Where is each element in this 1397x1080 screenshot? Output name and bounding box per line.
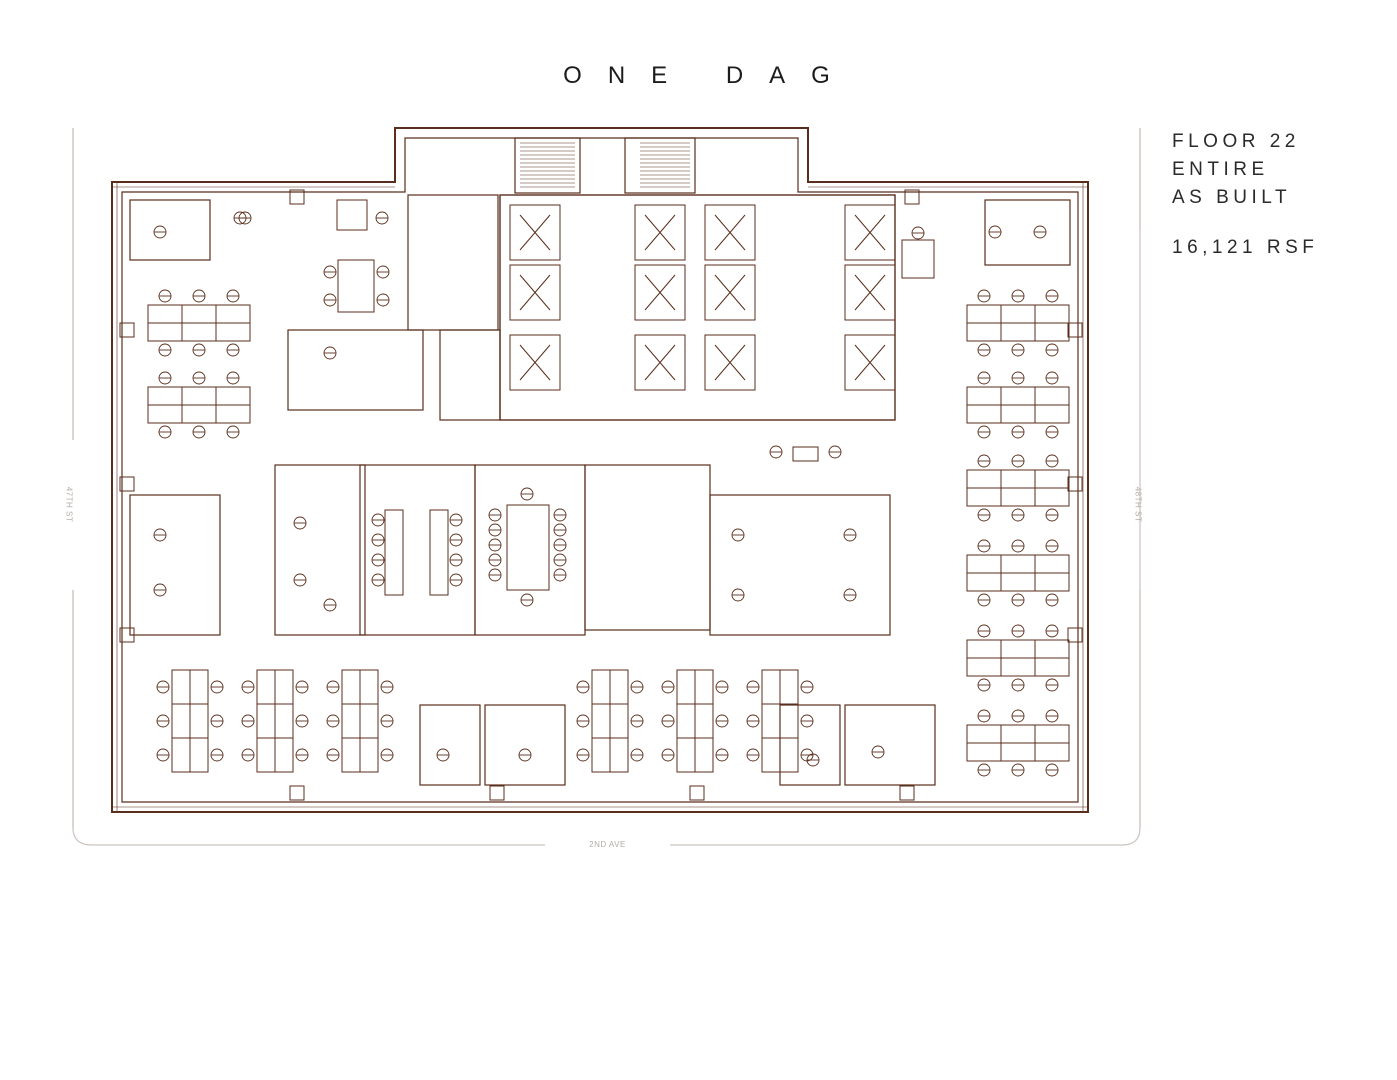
floor-info: FLOOR 22 ENTIRE AS BUILT 16,121 RSF [1172, 128, 1318, 262]
office-left-middle [129, 494, 221, 636]
elevator-icon [509, 204, 561, 261]
stair-icon [520, 142, 690, 188]
elevator-icon [844, 204, 896, 261]
area-label: 16,121 RSF [1172, 237, 1319, 258]
office-bottom-c [779, 704, 841, 786]
street-label-left: 47TH ST [64, 486, 74, 523]
elevator-icon [704, 334, 756, 391]
floor-label: FLOOR 22 [1172, 131, 1300, 152]
lounge-table [792, 446, 819, 462]
building-inner-wall [121, 137, 1079, 803]
office-left-top [129, 199, 211, 261]
restroom-block [407, 194, 499, 331]
lounge-table [901, 239, 935, 279]
elevator-icon [844, 334, 896, 391]
elevator-cross [644, 344, 676, 381]
elevator-icon [704, 204, 756, 261]
street-boundary [72, 128, 1141, 846]
pantry [584, 464, 711, 631]
elevator-cross [854, 274, 886, 311]
meeting-suite-left [287, 329, 424, 411]
office-right-top [984, 199, 1071, 266]
core [499, 194, 896, 421]
status-label: AS BUILT [1172, 187, 1292, 208]
column-icon [119, 189, 1083, 801]
elevator-cross [714, 214, 746, 251]
elevator-icon [509, 264, 561, 321]
elevator-icon [509, 334, 561, 391]
elevator-cross [644, 274, 676, 311]
workstation-bench [429, 509, 449, 596]
elevator-group [509, 204, 896, 391]
chair-icon [153, 211, 1059, 777]
elevator-cross [644, 214, 676, 251]
office-bottom-d [844, 704, 936, 786]
workstation-bench [337, 259, 375, 313]
office-bottom-b [484, 704, 566, 786]
elevator-cross [519, 214, 551, 251]
scope-label: ENTIRE [1172, 159, 1269, 180]
elevator-cross [519, 274, 551, 311]
page-title: ONE DAG [563, 62, 856, 89]
building-outline [111, 127, 1089, 813]
open-area-center [359, 464, 476, 636]
elevator-icon [704, 264, 756, 321]
service-corridor [439, 329, 501, 421]
street-label-right: 48TH ST [1133, 486, 1143, 523]
elevator-cross [714, 274, 746, 311]
elevator-cross [854, 344, 886, 381]
stair-left [514, 137, 581, 194]
desk-icon [147, 199, 1070, 773]
stair-right [624, 137, 696, 194]
office-bottom-a [419, 704, 481, 786]
conference-table [506, 504, 550, 591]
workstation-bench [336, 199, 368, 231]
elevator-cross [854, 214, 886, 251]
elevator-icon [844, 264, 896, 321]
elevator-icon [634, 264, 686, 321]
elevator-cross [714, 344, 746, 381]
interior-suite [274, 464, 366, 636]
workstation-bench [384, 509, 404, 596]
elevator-cross [519, 344, 551, 381]
window-mullions [112, 182, 1088, 812]
office-cluster-right [709, 494, 891, 636]
elevator-icon [634, 204, 686, 261]
street-label-bottom: 2ND AVE [589, 840, 626, 849]
elevator-icon [634, 334, 686, 391]
